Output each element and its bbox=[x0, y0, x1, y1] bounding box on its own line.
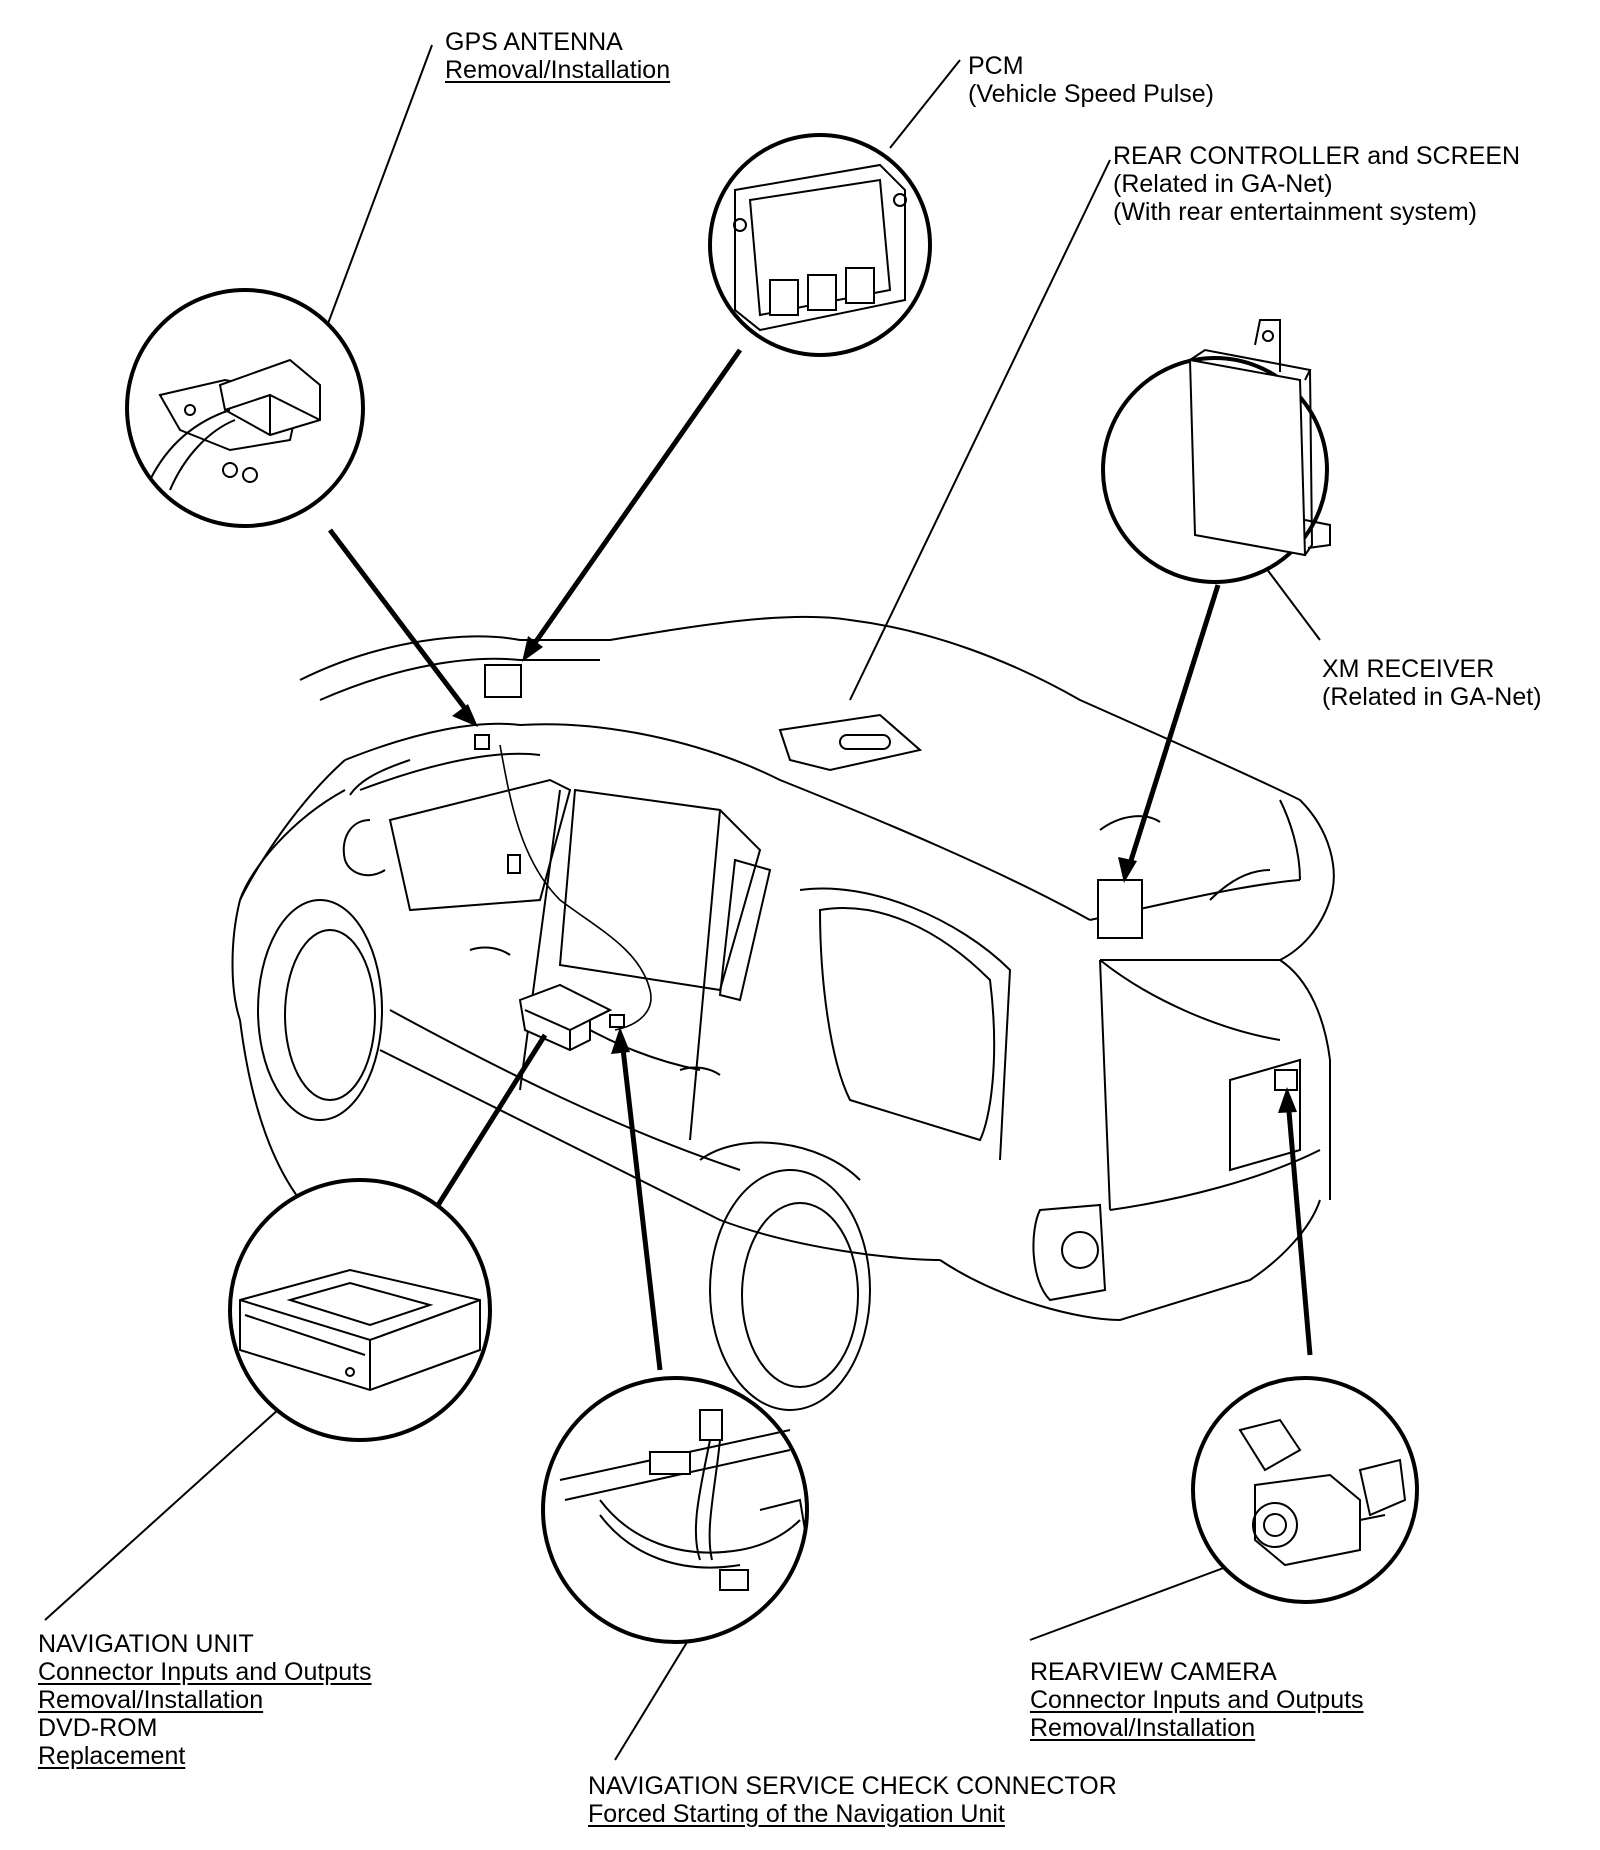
dvd-rom-title: DVD-ROM bbox=[38, 1714, 158, 1742]
rear-controller-sub1: (Related in GA-Net) bbox=[1113, 170, 1333, 198]
rearview-camera-title: REARVIEW CAMERA bbox=[1030, 1658, 1277, 1686]
leader-lines bbox=[44, 44, 1321, 1761]
gps-antenna-removal-link[interactable]: Removal/Installation bbox=[445, 56, 671, 84]
service-check-connector-part bbox=[609, 1014, 625, 1028]
rear-controller-title: REAR CONTROLLER and SCREEN bbox=[1113, 142, 1521, 170]
xm-receiver-detail bbox=[1101, 319, 1331, 584]
label-rear-controller: REAR CONTROLLER and SCREEN (Related in G… bbox=[1113, 142, 1520, 226]
label-nav-service-check: NAVIGATION SERVICE CHECK CONNECTOR Force… bbox=[588, 1772, 1117, 1828]
forced-starting-link[interactable]: Forced Starting of the Navigation Unit bbox=[588, 1800, 1005, 1828]
xm-receiver-title: XM RECEIVER bbox=[1322, 655, 1495, 683]
pcm-detail bbox=[708, 133, 932, 357]
label-navigation-unit: NAVIGATION UNIT Connector Inputs and Out… bbox=[38, 1630, 372, 1770]
nav-service-check-title: NAVIGATION SERVICE CHECK CONNECTOR bbox=[588, 1772, 1117, 1800]
rear-controller-sub2: (With rear entertainment system) bbox=[1113, 198, 1477, 226]
rearview-camera-removal-link[interactable]: Removal/Installation bbox=[1030, 1714, 1256, 1742]
gps-antenna-title: GPS ANTENNA bbox=[445, 28, 623, 56]
label-xm-receiver: XM RECEIVER (Related in GA-Net) bbox=[1322, 655, 1542, 711]
inline-connector-part bbox=[507, 854, 521, 874]
navigation-unit-removal-link[interactable]: Removal/Installation bbox=[38, 1686, 264, 1714]
rear-controller-part bbox=[778, 713, 923, 772]
label-gps-antenna: GPS ANTENNA Removal/Installation bbox=[445, 28, 670, 84]
gps-antenna-detail bbox=[125, 288, 365, 528]
dvd-rom-replacement-link[interactable]: Replacement bbox=[38, 1742, 186, 1770]
xm-receiver-sub: (Related in GA-Net) bbox=[1322, 683, 1542, 711]
xm-receiver-part bbox=[1097, 879, 1143, 939]
navigation-unit-title: NAVIGATION UNIT bbox=[38, 1630, 254, 1658]
pcm-title: PCM bbox=[968, 52, 1024, 80]
navigation-unit-connector-link[interactable]: Connector Inputs and Outputs bbox=[38, 1658, 372, 1686]
gps-cable bbox=[499, 744, 652, 1031]
pointer-arrows bbox=[328, 348, 1313, 1371]
label-pcm: PCM (Vehicle Speed Pulse) bbox=[968, 52, 1214, 108]
antenna-connector-part bbox=[474, 734, 490, 750]
rearview-camera-connector-link[interactable]: Connector Inputs and Outputs bbox=[1030, 1686, 1364, 1714]
rearview-camera-detail bbox=[1191, 1376, 1419, 1604]
pcm-subtitle: (Vehicle Speed Pulse) bbox=[968, 80, 1214, 108]
nav-service-check-detail bbox=[541, 1376, 809, 1644]
rearview-camera-part bbox=[1274, 1069, 1298, 1091]
navigation-unit-detail bbox=[228, 1178, 492, 1442]
navigation-unit-part bbox=[518, 983, 613, 1052]
label-rearview-camera: REARVIEW CAMERA Connector Inputs and Out… bbox=[1030, 1658, 1364, 1742]
gps-antenna-part bbox=[484, 664, 522, 698]
